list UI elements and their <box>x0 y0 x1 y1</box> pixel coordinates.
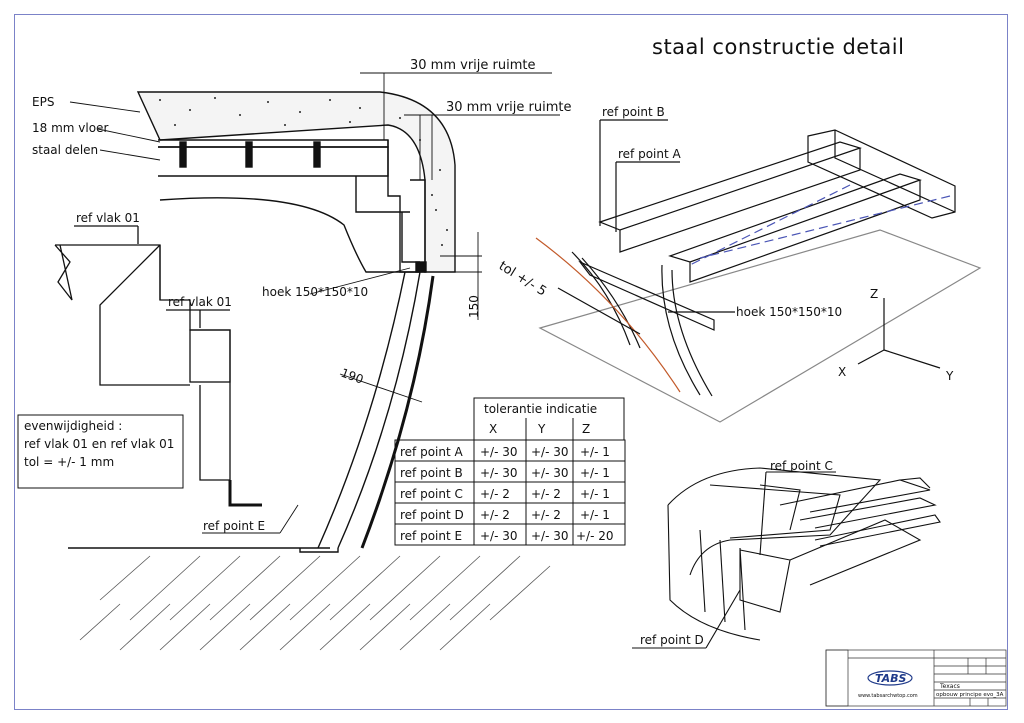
row-y: +/- 30 <box>531 466 569 480</box>
label-ref-point-b: ref point B <box>602 105 665 119</box>
row-label: ref point E <box>400 529 462 543</box>
row-y: +/- 2 <box>531 487 561 501</box>
ref-vlak-detail <box>54 225 262 507</box>
table-header-z: Z <box>582 422 590 436</box>
drawing-name: opbouw principe evo_3A <box>936 692 1004 698</box>
row-y: +/- 30 <box>531 529 569 543</box>
table-row: ref point E +/- 30 +/- 30 +/- 20 <box>400 529 614 543</box>
logo: TABS <box>867 670 913 686</box>
label-floor: 18 mm vloer <box>32 121 108 135</box>
row-z: +/- 1 <box>580 466 610 480</box>
logo-text: TABS <box>875 672 907 685</box>
table-row: ref point D +/- 2 +/- 2 +/- 1 <box>400 508 610 522</box>
row-z: +/- 1 <box>580 487 610 501</box>
note-line-2: ref vlak 01 en ref vlak 01 <box>24 437 174 451</box>
row-z: +/- 1 <box>580 445 610 459</box>
table-header-y: Y <box>537 422 546 436</box>
row-x: +/- 30 <box>480 445 518 459</box>
table-row: ref point C +/- 2 +/- 2 +/- 1 <box>400 487 610 501</box>
isometric-frame <box>535 119 982 423</box>
row-y: +/- 30 <box>531 445 569 459</box>
label-ref-point-d: ref point D <box>640 633 704 647</box>
label-ref-vlak-a: ref vlak 01 <box>76 211 140 225</box>
axis-z-label: Z <box>870 287 878 301</box>
note-line-3: tol = +/- 1 mm <box>24 455 114 469</box>
tolerance-table <box>394 397 626 546</box>
label-ref-vlak-b: ref vlak 01 <box>168 295 232 309</box>
label-dim-150: 150 <box>467 295 481 318</box>
row-label: ref point D <box>400 508 464 522</box>
row-label: ref point C <box>400 487 463 501</box>
table-row: ref point A +/- 30 +/- 30 +/- 1 <box>400 445 610 459</box>
row-label: ref point B <box>400 466 463 480</box>
row-x: +/- 2 <box>480 487 510 501</box>
label-eps: EPS <box>32 95 54 109</box>
axis-y-label: Y <box>945 369 954 383</box>
row-x: +/- 30 <box>480 466 518 480</box>
table-row: ref point B +/- 30 +/- 30 +/- 1 <box>400 466 610 480</box>
edge-detail-3d <box>632 467 941 649</box>
row-x: +/- 2 <box>480 508 510 522</box>
ground-hatch <box>79 555 551 651</box>
row-y: +/- 2 <box>531 508 561 522</box>
label-ref-point-c: ref point C <box>770 459 833 473</box>
label-ref-point-a: ref point A <box>618 147 682 161</box>
label-clearance-top: 30 mm vrije ruimte <box>410 58 535 73</box>
label-tolerance: tol +/- 5 <box>496 259 549 300</box>
client-name: Texacs <box>939 683 960 690</box>
axis-x-label: X <box>838 365 846 379</box>
label-angle-left: hoek 150*150*10 <box>262 285 368 299</box>
drawing-title: staal constructie detail <box>652 35 904 59</box>
label-angle-right: hoek 150*150*10 <box>736 305 842 319</box>
row-x: +/- 30 <box>480 529 518 543</box>
label-dim-190: 190 <box>339 366 365 387</box>
table-header-x: X <box>489 422 497 436</box>
table-title: tolerantie indicatie <box>484 402 597 416</box>
row-z: +/- 20 <box>576 529 614 543</box>
title-block <box>825 649 1007 707</box>
row-z: +/- 1 <box>580 508 610 522</box>
website: www.tabsarchwtop.com <box>858 693 918 699</box>
label-steel: staal delen <box>32 143 98 157</box>
roof-section-detail <box>68 91 456 553</box>
parallelism-note-box <box>17 414 184 489</box>
note-line-1: evenwijdigheid : <box>24 419 122 433</box>
row-label: ref point A <box>400 445 464 459</box>
label-clearance-mid: 30 mm vrije ruimte <box>446 100 571 115</box>
label-ref-point-e: ref point E <box>203 519 265 533</box>
drawing-sheet-border <box>14 14 1008 710</box>
